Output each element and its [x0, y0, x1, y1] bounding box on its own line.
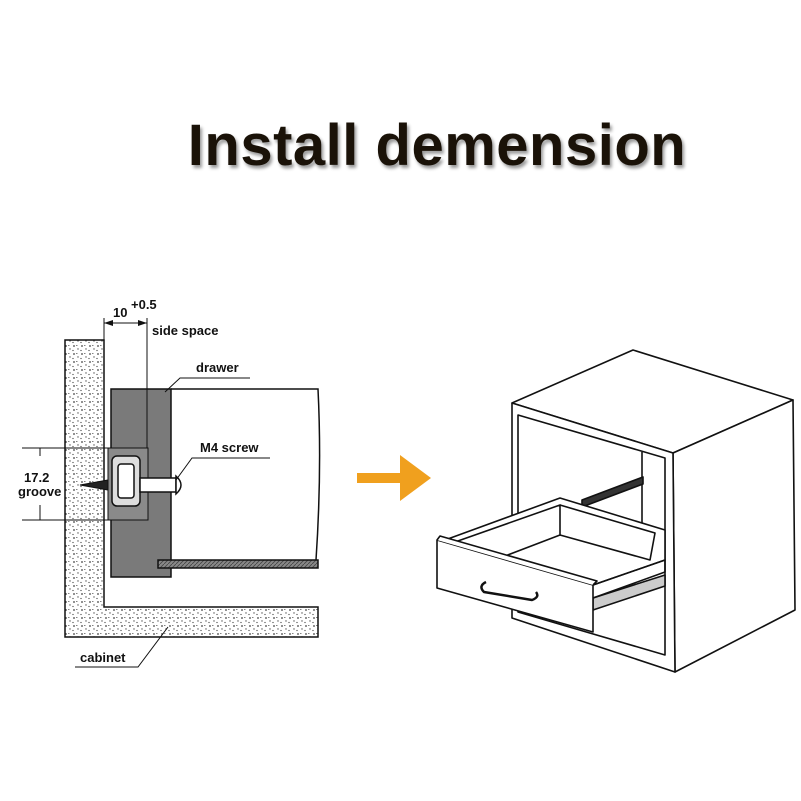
- dimension-tolerance: +0.5: [131, 297, 157, 312]
- cabinet-label: cabinet: [80, 650, 126, 665]
- drawer-body: [171, 388, 321, 561]
- side-space-label: side space: [152, 323, 219, 338]
- arrow-icon: [357, 455, 431, 501]
- page-title: Install demension: [187, 113, 687, 178]
- groove-label: groove: [18, 484, 61, 499]
- screw-label: M4 screw: [200, 440, 259, 455]
- wood-screw: [79, 479, 109, 491]
- groove-value: 17.2: [24, 470, 49, 485]
- cabinet-illustration: [436, 349, 796, 673]
- dimension-value: 10: [113, 305, 127, 320]
- drawer-bottom: [157, 559, 319, 569]
- drawer-label: drawer: [196, 360, 239, 375]
- screw-shank: [139, 477, 177, 493]
- drawer-handle: [480, 580, 539, 602]
- cross-section: [22, 318, 321, 668]
